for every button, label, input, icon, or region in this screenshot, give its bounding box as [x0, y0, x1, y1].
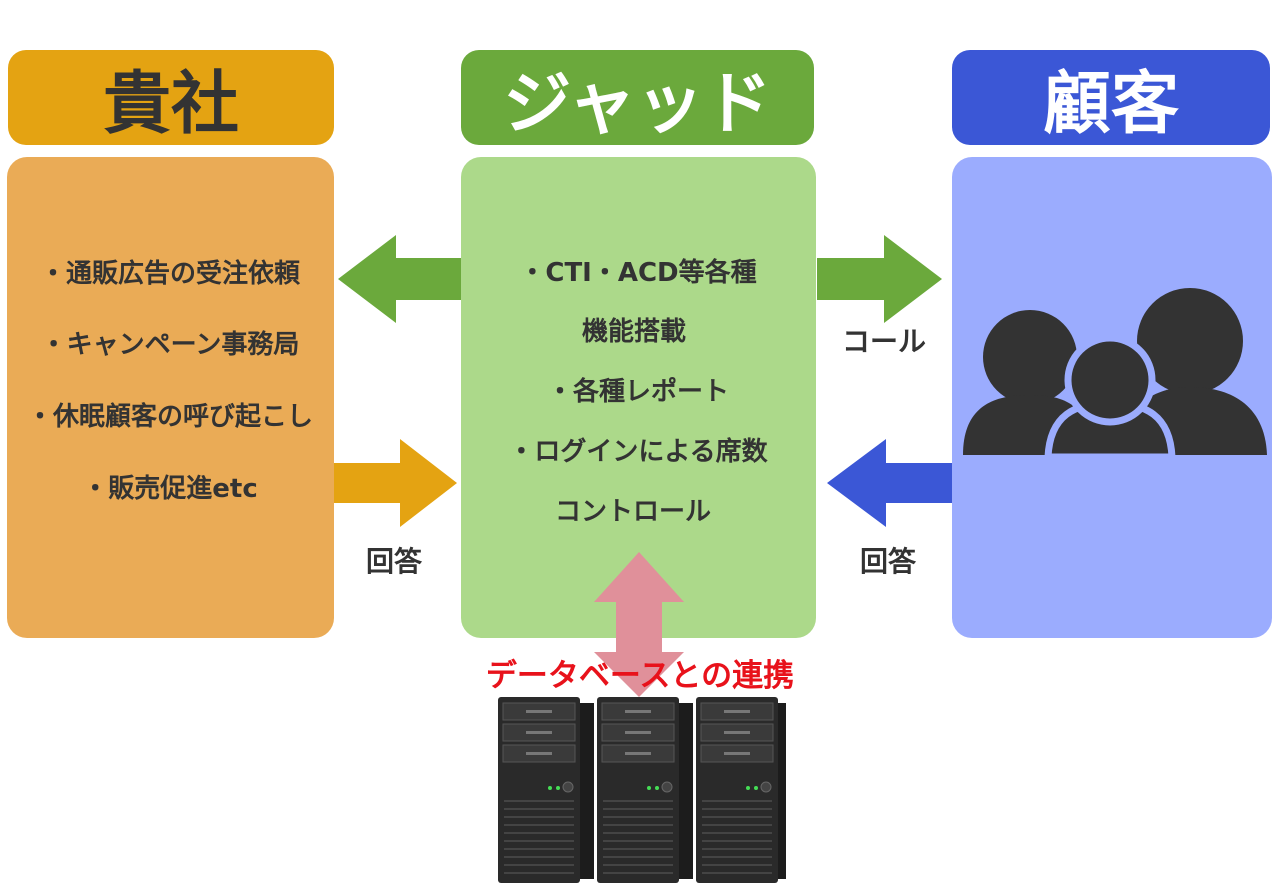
arrow-jad-to-customer [817, 235, 942, 323]
group-of-people-icon [960, 288, 1270, 460]
jad-item-1: ・CTI・ACD等各種 [519, 258, 757, 288]
company-header: 貴社 [8, 50, 334, 145]
answer-label-company: 回答 [366, 545, 423, 578]
jad-header: ジャッド [461, 50, 814, 145]
server-tower-icon [497, 697, 786, 884]
company-item-2: ・キャンペーン事務局 [40, 330, 300, 360]
database-caption: データベースとの連携 [485, 658, 795, 694]
jad-item-3: ・各種レポート [546, 377, 730, 407]
answer-label-customer: 回答 [860, 545, 917, 578]
company-panel [7, 157, 334, 638]
arrow-database-link [594, 552, 684, 697]
company-item-1: ・通販広告の受注依頼 [39, 259, 301, 289]
arrow-jad-to-company [338, 235, 461, 323]
company-item-3: ・休眠顧客の呼び起こし [26, 402, 314, 432]
arrow-customer-to-jad [827, 439, 952, 527]
jad-item-2: 機能搭載 [581, 317, 687, 347]
call-label: コール [842, 325, 927, 358]
company-item-4: ・販売促進etc [82, 474, 258, 504]
jad-item-5: コントロール [554, 497, 712, 527]
jad-item-4: ・ログインによる席数 [508, 437, 768, 467]
arrow-company-to-jad [334, 439, 457, 527]
customer-header: 顧客 [952, 50, 1270, 145]
